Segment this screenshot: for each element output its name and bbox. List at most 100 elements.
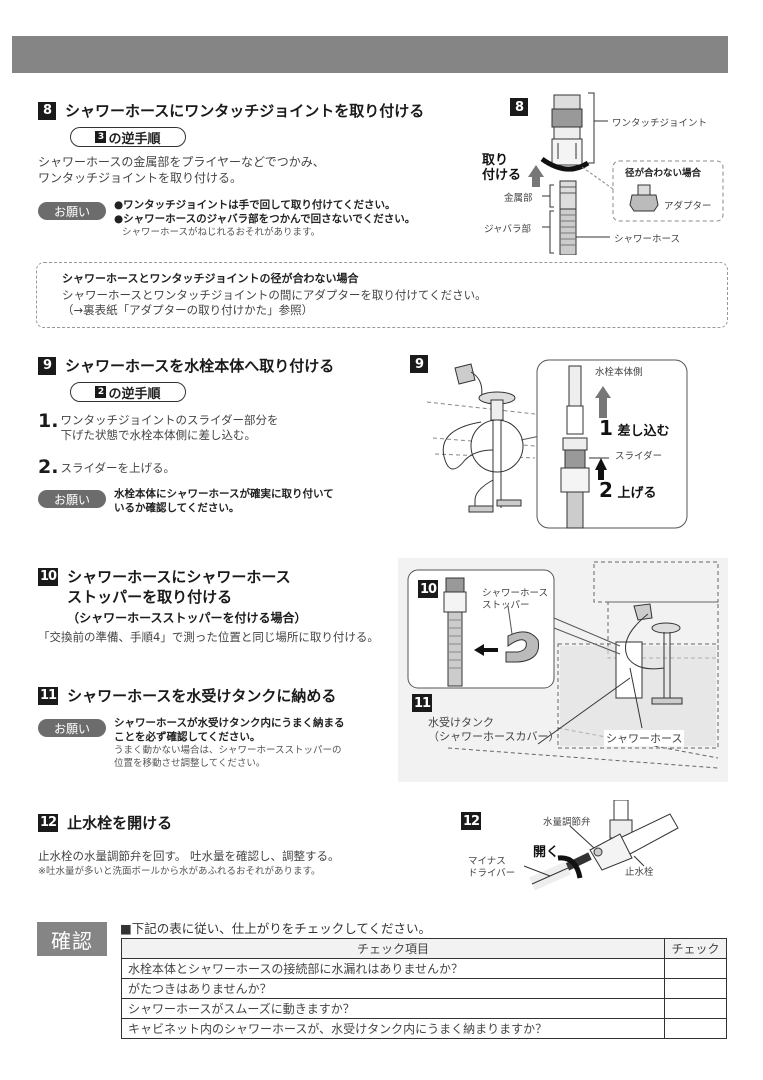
label-valve: 水量調節弁 [543,817,591,828]
onegai-badge: お願い [38,202,106,220]
step-9-number: 9 [38,357,56,375]
insert-text: 差し込む [617,424,670,439]
label-bellows: ジャバラ部 [484,224,532,235]
label-joint: ワンタッチジョイント [612,118,708,129]
substep-line: スライダーを上げる。 [60,461,175,475]
note-line: ことを必ず確認してください。 [114,731,261,743]
step-10-title: 10 シャワーホースにシャワーホース ストッパーを取り付ける （シャワーホースス… [38,567,307,628]
check-cell[interactable] [664,978,727,999]
step-8-reverse-pill: 3 の逆手順 [70,127,186,147]
body-line: シャワーホースの金属部をプライヤーなどでつかみ、 [38,155,325,169]
figure-10-11: 10 11 シャワーホース ストッパー 水受けタンク （シャワーホースカバー） … [398,558,728,782]
step-12-heading: 止水栓を開ける [67,814,173,832]
step-12-number: 12 [38,814,59,832]
table-row: シャワーホースがスムーズに動きますか？ [121,998,727,1019]
label-tank: 水受けタンク （シャワーホースカバー） [428,716,559,744]
insert-number: 1 [599,416,613,440]
check-cell[interactable] [664,958,727,979]
figure-12-number: 12 [461,812,482,830]
table-row: がたつきはありませんか？ [121,978,727,999]
figure-11-number: 11 [412,694,433,712]
stopcock-illustration [523,800,679,891]
body-line: ワンタッチジョイントを取り付ける。 [38,171,243,185]
label-open: 開く [533,845,560,860]
step-8-body: シャワーホースの金属部をプライヤーなどでつかみ、 ワンタッチジョイントを取り付け… [38,154,325,186]
onegai-badge: お願い [38,490,106,508]
label-line: ストッパー [482,600,530,611]
note-line: ●シャワーホースのジャバラ部をつかんで回さないでください。 [114,213,416,225]
check-item: キャビネット内のシャワーホースが、水受けタンク内にうまく納まりますか？ [121,1018,665,1039]
label-slider: スライダー [615,451,663,462]
mismatch-line: シャワーホースとワンタッチジョイントの間にアダプターを取り付けてください。 [62,288,487,302]
figure-9-number: 9 [410,355,428,373]
raise-label: 2 上げる [599,478,656,502]
cabinet-illustration [407,561,719,769]
heading-line: シャワーホースにシャワーホース [67,568,291,586]
ref-number: 3 [95,131,107,143]
label-line: 水受けタンク [428,716,494,729]
step-9-heading: シャワーホースを水栓本体へ取り付ける [65,357,335,375]
step-11-number: 11 [38,687,59,705]
step-11-title: 11 シャワーホースを水受けタンクに納める [38,686,336,706]
step-12-title: 12 止水栓を開ける [38,813,172,833]
label-line: シャワーホース [482,588,549,599]
step-8-notes: ●ワンタッチジョイントは手で回して取り付けてください。 ●シャワーホースのジャバ… [114,198,415,239]
attach-action-label: 取り 付ける [482,153,521,183]
step-9-substep-2: 2. スライダーを上げる。 [38,456,175,478]
substep-number: 2. [38,456,59,478]
action-line: 付ける [482,168,522,183]
figure-10-number: 10 [418,580,439,598]
label-hose: シャワーホース [604,730,685,746]
label-mismatch: 径が合わない場合 [625,168,702,179]
label-driver: マイナス ドライバー [468,856,515,880]
reverse-label: の逆手順 [108,131,161,147]
confirm-tag: 確認 [37,922,107,956]
step-9-title: 9 シャワーホースを水栓本体へ取り付ける [38,356,334,376]
label-metal: 金属部 [504,193,533,204]
note-line: ●ワンタッチジョイントは手で回して取り付けてください。 [114,199,396,211]
checklist-table: チェック項目 チェック 水栓本体とシャワーホースの接続部に水漏れはありませんか？… [121,938,727,1039]
table-row: キャビネット内のシャワーホースが、水受けタンク内にうまく納まりますか？ [121,1018,727,1039]
onegai-badge: お願い [38,719,106,737]
substep-line: ワンタッチジョイントのスライダー部分を [60,413,279,427]
note-sub: 位置を移動させ調整してください。 [114,758,266,769]
heading-line: ストッパーを取り付ける [67,588,233,606]
step-10-number: 10 [38,568,59,586]
note-line: シャワーホースが水受けタンク内にうまく納まる [114,717,345,729]
step-11-heading: シャワーホースを水受けタンクに納める [67,687,337,705]
label-line: ドライバー [468,868,516,879]
table-header-row: チェック項目 チェック [121,938,727,959]
mismatch-title: シャワーホースとワンタッチジョイントの径が合わない場合 [62,272,359,285]
ref-number: 2 [95,386,107,398]
label-stopcock: 止水栓 [625,867,654,878]
note-line: いるか確認してください。 [114,502,240,514]
check-item: 水栓本体とシャワーホースの接続部に水漏れはありませんか？ [121,958,665,979]
step-9-note: 水栓本体にシャワーホースが確実に取り付いて いるか確認してください。 [114,487,334,515]
check-cell[interactable] [664,998,727,1019]
step-8-number: 8 [38,102,56,120]
faucet-illustration [426,359,688,529]
label-line: （シャワーホースカバー） [428,730,560,743]
note-sub: うまく動かない場合は、シャワーホースストッパーの [114,745,342,756]
mismatch-note-box [36,262,728,328]
step-12-note: ※吐水量が多いと洗面ボールから水があふれるおそれがあります。 [38,866,321,877]
header-bar [12,36,728,73]
column-header-item: チェック項目 [121,938,665,959]
raise-text: 上げる [617,486,657,501]
step-9-reverse-pill: 2 の逆手順 [70,382,186,402]
step-10-heading: シャワーホースにシャワーホース ストッパーを取り付ける （シャワーホースストッパ… [67,567,306,628]
label-faucet-side: 水栓本体側 [595,367,643,378]
label-adapter: アダプター [664,201,712,212]
label-stopper: シャワーホース ストッパー [482,588,548,612]
note-sub: シャワーホースがねじれるおそれがあります。 [122,227,321,238]
check-cell[interactable] [664,1018,727,1039]
step-9-substep-1: 1. ワンタッチジョイントのスライダー部分を 下げた状態で水栓本体側に差し込む。 [38,410,279,443]
reverse-label: の逆手順 [108,386,161,402]
check-item: がたつきはありませんか？ [121,978,665,999]
label-line: マイナス [468,856,506,867]
step-8-title: 8 シャワーホースにワンタッチジョイントを取り付ける [38,101,424,121]
label-hose: シャワーホース [614,234,681,245]
step-11-note: シャワーホースが水受けタンク内にうまく納まる ことを必ず確認してください。 うま… [114,716,344,770]
raise-number: 2 [599,478,613,502]
column-header-check: チェック [664,938,727,959]
